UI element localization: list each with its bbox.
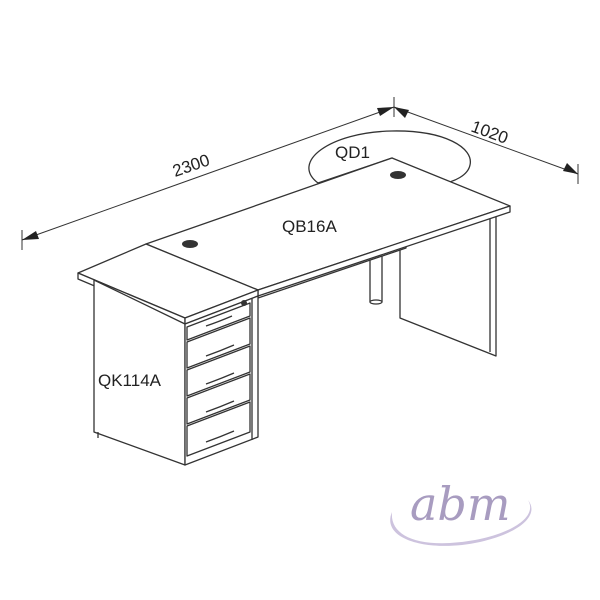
logo-text: abm xyxy=(410,477,511,531)
dimension-depth-label: 1020 xyxy=(469,117,511,148)
drawer-handle xyxy=(205,430,235,443)
drawer-handle xyxy=(205,344,235,357)
pedestal-label: QK114A xyxy=(98,371,162,390)
pedestal: QK114A xyxy=(77,243,259,466)
drawer-handle xyxy=(205,372,235,385)
drawer-2 xyxy=(186,317,251,369)
drawer-5 xyxy=(186,401,251,457)
drawer-handle xyxy=(205,315,233,327)
desk-label: QB16A xyxy=(282,217,337,236)
desk-metal-leg xyxy=(369,253,383,305)
extension-qd1: QD1 xyxy=(308,130,471,185)
extension-label: QD1 xyxy=(335,143,370,162)
dimension-length-label: 2300 xyxy=(170,151,212,181)
drawer-handle xyxy=(205,400,235,413)
drawer-3 xyxy=(186,345,251,397)
desk-panel-leg xyxy=(399,211,497,357)
abm-logo: abm xyxy=(390,477,532,546)
lock-icon xyxy=(241,300,247,306)
drawer-4 xyxy=(186,373,251,425)
cable-grommet-left xyxy=(182,240,198,248)
cable-grommet-right xyxy=(390,171,406,179)
